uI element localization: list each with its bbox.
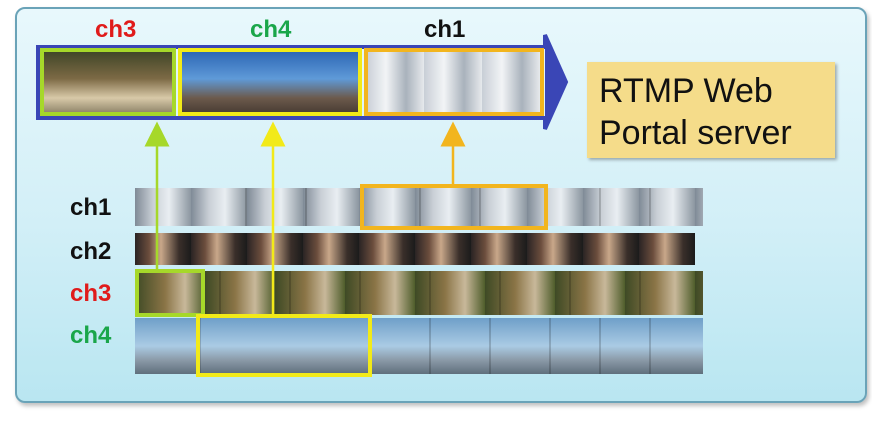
top-label-ch4: ch4: [250, 16, 292, 43]
timeline-arrow-head: [545, 35, 566, 129]
top-ch1-segment: [366, 50, 542, 114]
top-label-ch3: ch3: [95, 16, 137, 43]
ch3-strip: [135, 271, 703, 315]
rtmp-server-box: RTMP Web Portal server: [587, 62, 835, 158]
ch1-highlight-box: [360, 184, 548, 230]
row-label-ch3: ch3: [70, 280, 112, 307]
top-ch1-border: [364, 48, 544, 116]
server-label-line2: Portal server: [599, 114, 792, 152]
top-ch4-border: [178, 48, 362, 116]
row-label-ch4: ch4: [70, 322, 112, 349]
top-ch4-segment: [180, 50, 360, 114]
top-label-ch1: ch1: [424, 16, 466, 43]
row-label-ch1: ch1: [70, 194, 112, 221]
ch4-strip: [135, 318, 703, 374]
top-ch3-border: [40, 48, 176, 116]
top-ch3-segment: [42, 50, 174, 114]
ch2-strip: [135, 233, 695, 265]
ch1-strip: [135, 188, 703, 226]
row-label-ch2: ch2: [70, 238, 112, 265]
ch4-highlight-box: [196, 314, 372, 377]
ch3-highlight-box: [135, 269, 205, 317]
server-label-line1: RTMP Web: [599, 72, 773, 110]
strip-frame-dividers: [199, 188, 651, 374]
